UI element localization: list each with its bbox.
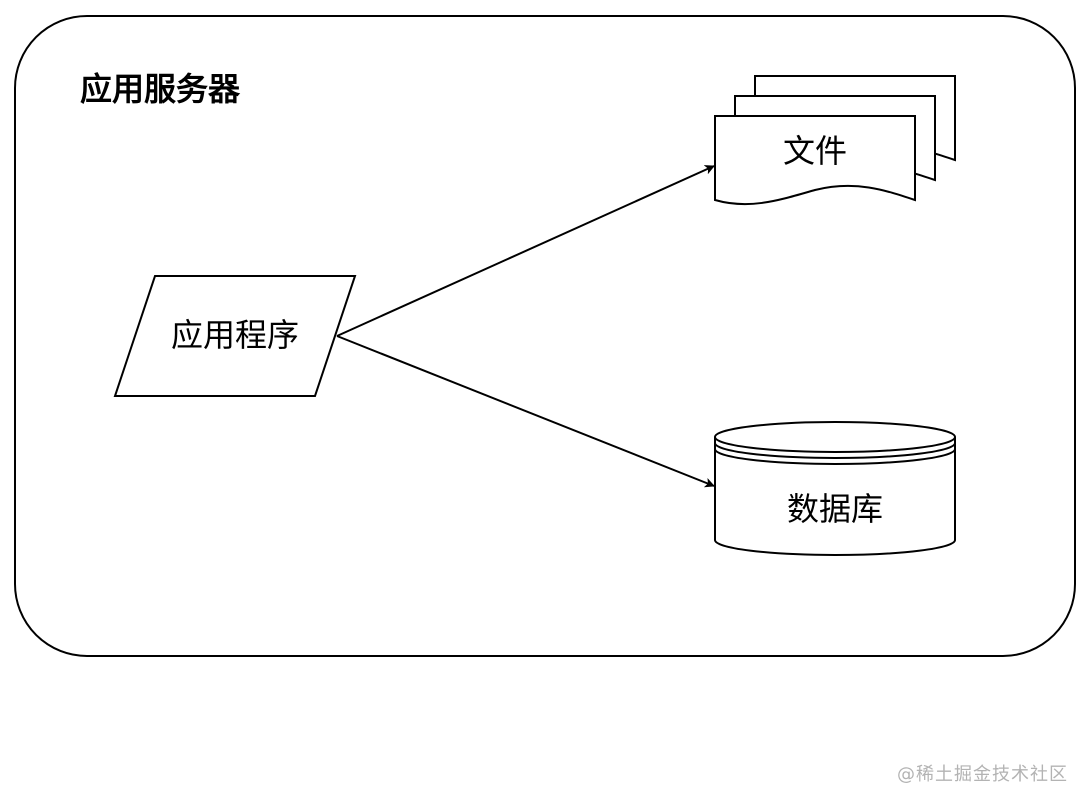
file-page-front: [714, 115, 916, 206]
arrow-application-to-database: [336, 335, 715, 488]
database-ring-1: [714, 442, 956, 459]
database-body: [714, 437, 956, 556]
database-node: 数据库: [714, 421, 956, 556]
application-shape: [113, 275, 357, 397]
files-node: 文件: [714, 75, 956, 206]
watermark-text: @稀土掘金技术社区: [897, 764, 1068, 785]
app-server-title: 应用服务器: [80, 70, 241, 108]
arrow-application-to-files: [336, 165, 715, 337]
database-label: 数据库: [787, 490, 883, 528]
application-label: 应用程序: [171, 316, 299, 354]
database-ring-2: [714, 448, 956, 465]
database-top: [714, 421, 956, 453]
files-label: 文件: [783, 132, 847, 170]
application-node: 应用程序: [113, 275, 357, 397]
